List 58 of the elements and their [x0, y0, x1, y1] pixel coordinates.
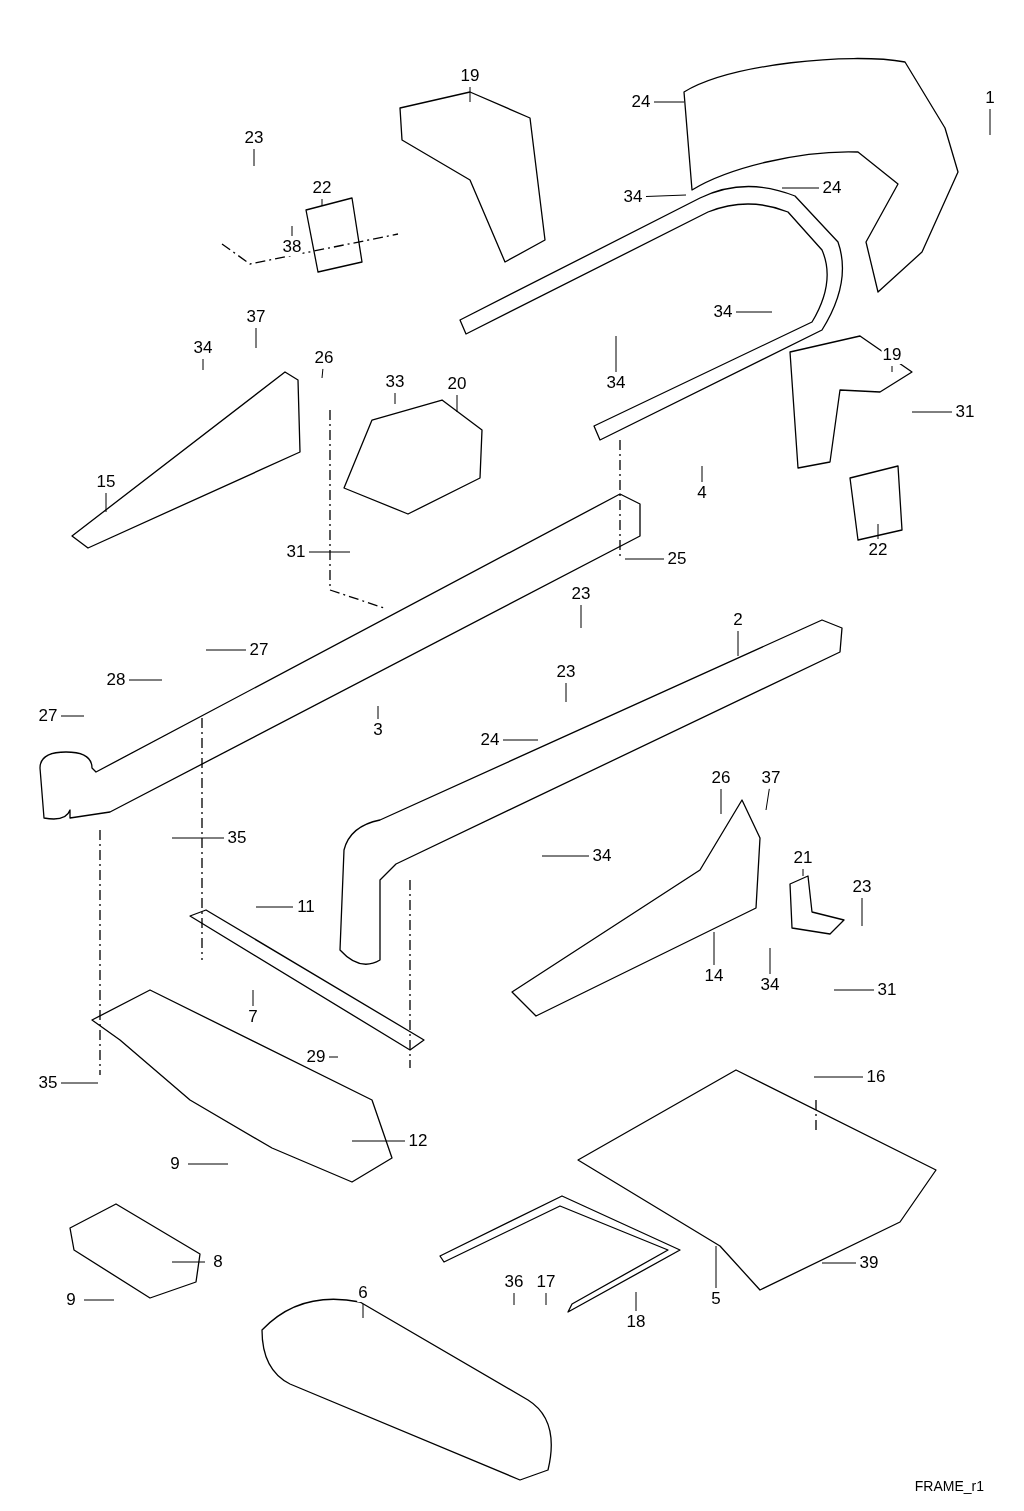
leader-line	[735, 311, 773, 313]
leader-line	[580, 604, 582, 629]
leader-line	[253, 148, 255, 167]
callout-number: 19	[881, 346, 903, 364]
leader-line	[60, 1082, 99, 1084]
leader-line	[60, 715, 85, 717]
leader-line	[861, 897, 863, 927]
leader-line	[713, 931, 715, 966]
leader-line	[615, 335, 617, 373]
leader-line	[105, 492, 107, 513]
leader-line	[989, 108, 991, 136]
leader-line	[202, 358, 204, 371]
leader-line	[781, 187, 820, 189]
leader-line	[513, 1292, 515, 1306]
leader-line	[321, 198, 323, 207]
leader-line	[833, 989, 875, 991]
leader-line	[377, 705, 379, 720]
leader-line	[565, 682, 567, 703]
leader-line	[737, 630, 739, 657]
leader-line	[624, 558, 665, 560]
leader-line	[720, 788, 722, 815]
leader-line	[635, 1291, 637, 1312]
leader-line	[502, 739, 539, 741]
leader-line	[308, 551, 351, 553]
leader-line	[701, 465, 703, 483]
leader-line	[351, 1140, 406, 1142]
leader-line	[255, 327, 257, 349]
leader-line	[171, 1261, 206, 1263]
leader-line	[128, 679, 163, 681]
callout-number: 38	[281, 238, 303, 256]
leader-line	[252, 989, 254, 1007]
leader-line	[802, 868, 804, 877]
leader-line	[171, 837, 225, 839]
leader-line	[541, 855, 590, 857]
drawing-code: FRAME_r1	[914, 1478, 984, 1494]
leader-line	[769, 947, 771, 975]
leader-line	[891, 365, 893, 373]
leader-line	[394, 392, 396, 405]
leader-line	[362, 1303, 364, 1319]
leader-line	[645, 194, 687, 197]
leader-line	[456, 394, 458, 413]
callout-number: 6	[357, 1284, 369, 1302]
leader-line	[821, 1262, 857, 1264]
leader-line	[291, 225, 293, 237]
leader-line	[877, 523, 879, 540]
leader-line	[83, 1299, 115, 1301]
leader-line	[205, 649, 247, 651]
leader-line	[328, 1056, 339, 1058]
leader-line	[545, 1292, 547, 1306]
leader-line	[653, 101, 685, 103]
leader-line	[321, 368, 324, 379]
leader-line	[469, 86, 471, 103]
leader-line	[187, 1163, 229, 1165]
leader-line	[911, 411, 953, 413]
leader-line	[255, 906, 294, 908]
leader-line	[715, 1245, 717, 1289]
leader-line	[813, 1076, 864, 1078]
leader-line	[765, 788, 770, 811]
